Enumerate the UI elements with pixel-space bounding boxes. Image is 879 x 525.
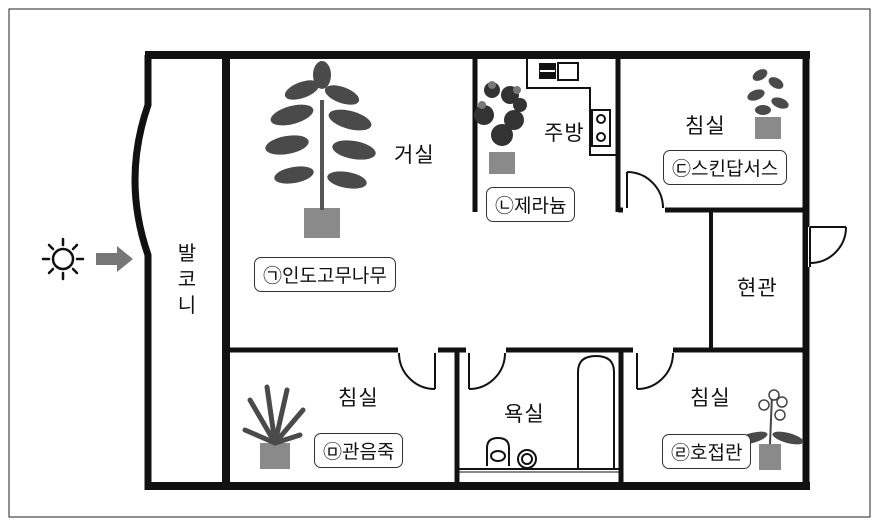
walls	[131, 51, 810, 490]
geranium-plant	[474, 81, 527, 174]
plant-tag-b: ㉡제라늄	[486, 187, 576, 222]
balcony-char-2: 코	[177, 267, 197, 291]
rhapis-palm-plant	[242, 384, 306, 469]
room-label-living: 거실	[394, 143, 435, 167]
room-label-bedroom-sw: 침실	[338, 386, 379, 410]
balcony-char-1: 발	[177, 241, 197, 265]
room-label-bathroom: 욕실	[504, 402, 545, 426]
balcony-char-3: 니	[177, 293, 197, 317]
pothos-plant	[747, 69, 789, 139]
sun-icon	[41, 237, 85, 281]
room-label-bedroom-ne: 침실	[685, 114, 726, 138]
bathroom-fixtures	[457, 354, 621, 473]
outer-frame	[8, 8, 871, 518]
plant-tag-c: ㉢스킨답서스	[663, 150, 788, 185]
plant-tag-d: ㉣호접란	[662, 434, 752, 469]
room-label-kitchen: 주방	[544, 121, 585, 145]
room-label-bedroom-se: 침실	[690, 386, 731, 410]
rubber-tree-plant	[265, 61, 376, 238]
plant-tag-a: ㉠인도고무나무	[254, 257, 396, 292]
doors	[398, 171, 847, 390]
room-label-entrance: 현관	[737, 276, 778, 300]
orchid-plant	[736, 389, 804, 470]
plant-tag-e: ㉤관음죽	[314, 433, 404, 468]
kitchen-counter	[526, 55, 618, 156]
room-label-balcony: 발 코 니	[175, 240, 199, 318]
arrow-right-icon	[96, 246, 133, 272]
